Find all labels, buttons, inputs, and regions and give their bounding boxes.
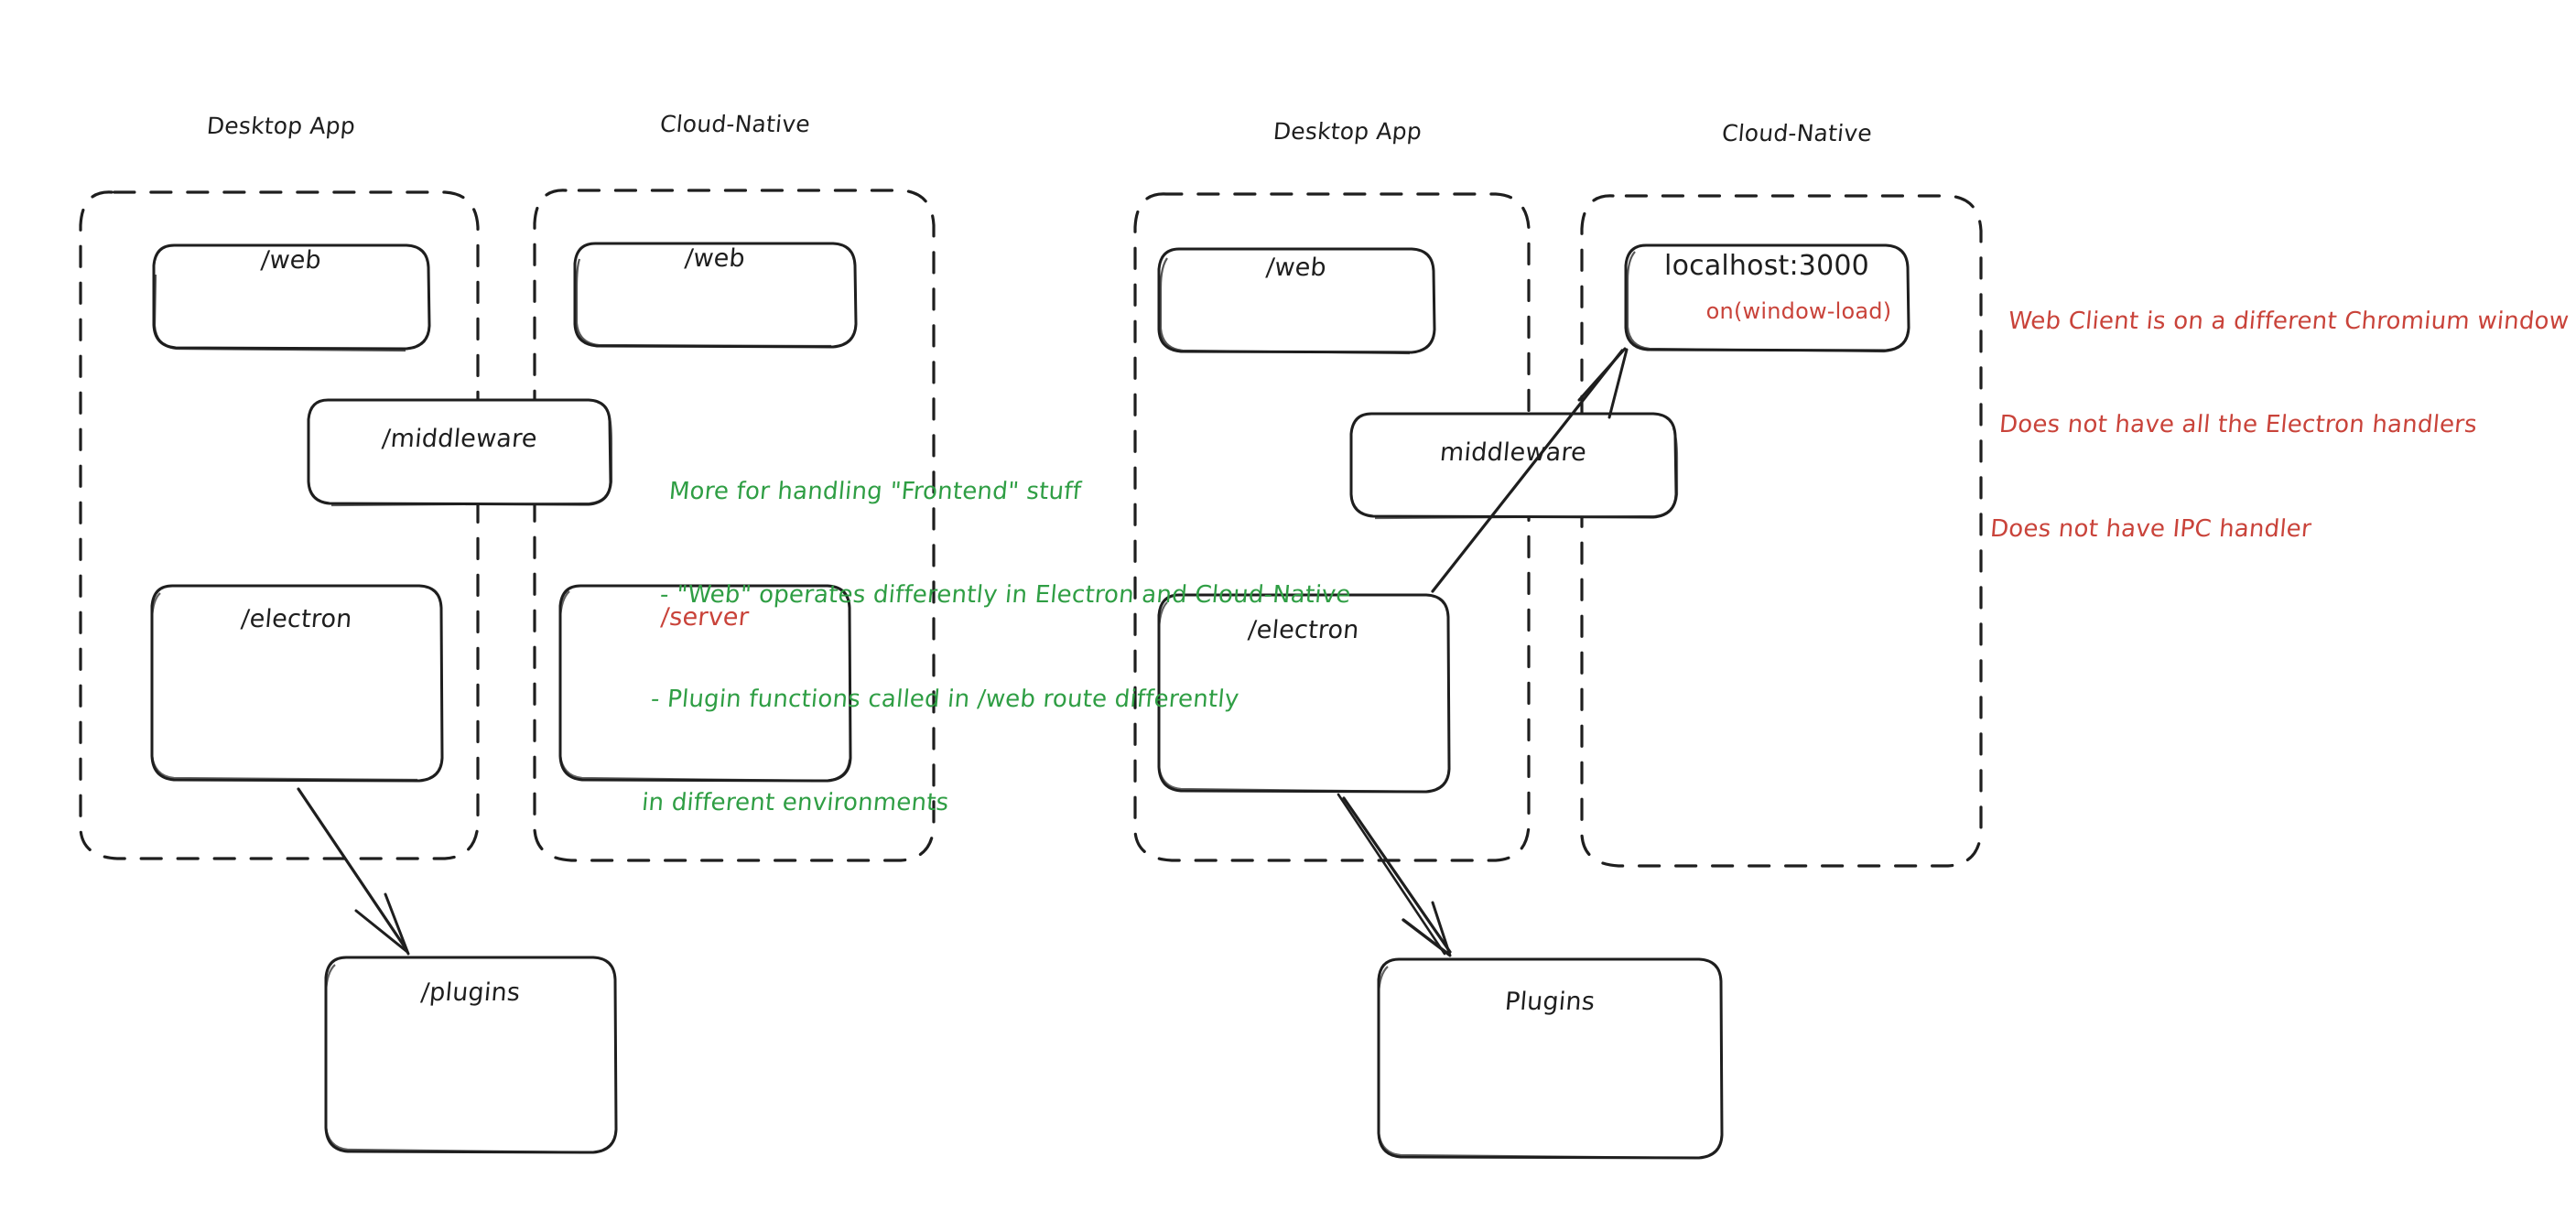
group-label-left-cloud-native: Cloud-Native — [658, 111, 812, 137]
node-shape-right-desktop-web[interactable] — [1157, 247, 1436, 355]
arrow-left-electron-to-plugins — [297, 787, 410, 956]
node-shape-right-electron[interactable] — [1157, 593, 1451, 794]
node-shape-right-middleware[interactable] — [1349, 412, 1679, 520]
group-label-right-cloud-native: Cloud-Native — [1720, 120, 1874, 146]
node-shape-left-desktop-web[interactable] — [152, 243, 431, 352]
node-label-left-cloud-web: /web — [683, 244, 747, 273]
group-label-left-desktop-app: Desktop App — [205, 113, 357, 139]
node-label-left-desktop-web: /web — [259, 246, 323, 275]
annotation-web-client-line-1: Web Client is on a different Chromium wi… — [2007, 308, 2571, 336]
node-label-left-middleware: /middleware — [381, 425, 539, 453]
annotation-web-client-line-2: Does not have all the Electron handlers — [1997, 411, 2479, 439]
node-label-right-plugins: Plugins — [1503, 988, 1596, 1016]
node-shape-left-plugins[interactable] — [324, 956, 618, 1154]
node-label-right-middleware: middleware — [1438, 438, 1588, 467]
group-frame-left-desktop-app — [79, 190, 480, 860]
node-label-right-desktop-web: /web — [1264, 254, 1328, 282]
group-frame-left-cloud-native — [533, 189, 936, 862]
node-sublabel-right-localhost: on(window-load) — [1705, 298, 1892, 324]
node-shape-left-middleware[interactable] — [307, 398, 613, 507]
group-label-right-desktop-app: Desktop App — [1272, 118, 1423, 145]
node-shape-right-localhost[interactable] — [1624, 243, 1910, 353]
arrow-right-plugins — [1337, 793, 1452, 957]
annotation-web-client-line-3: Does not have IPC handler — [1988, 514, 2313, 543]
annotation-frontend-line-3: - Plugin functions called in /web route … — [649, 685, 1240, 713]
node-label-left-plugins: /plugins — [419, 978, 522, 1007]
group-frame-right-desktop-app — [1133, 192, 1531, 862]
node-shape-left-electron[interactable] — [150, 584, 444, 783]
node-shape-left-cloud-web[interactable] — [573, 242, 858, 349]
group-frame-right-cloud-native — [1580, 194, 1983, 868]
annotation-frontend-line-2: - "Web" operates differently in Electron… — [658, 581, 1352, 610]
annotation-frontend-line-4: in different environments — [640, 788, 950, 816]
annotation-frontend-line-1: More for handling "Frontend" stuff — [667, 478, 1083, 506]
arrow-right-electron-to-localhost — [1431, 347, 1629, 593]
node-label-right-localhost: localhost:3000 — [1664, 250, 1869, 282]
node-label-left-electron: /electron — [240, 605, 353, 633]
annotation-frontend-note: More for handling "Frontend" stuff - "We… — [634, 406, 1368, 890]
node-shape-right-plugins[interactable] — [1377, 957, 1724, 1160]
node-shape-left-server[interactable] — [558, 584, 852, 783]
annotation-web-client-note: Web Client is on a different Chromium wi… — [1983, 236, 2576, 616]
